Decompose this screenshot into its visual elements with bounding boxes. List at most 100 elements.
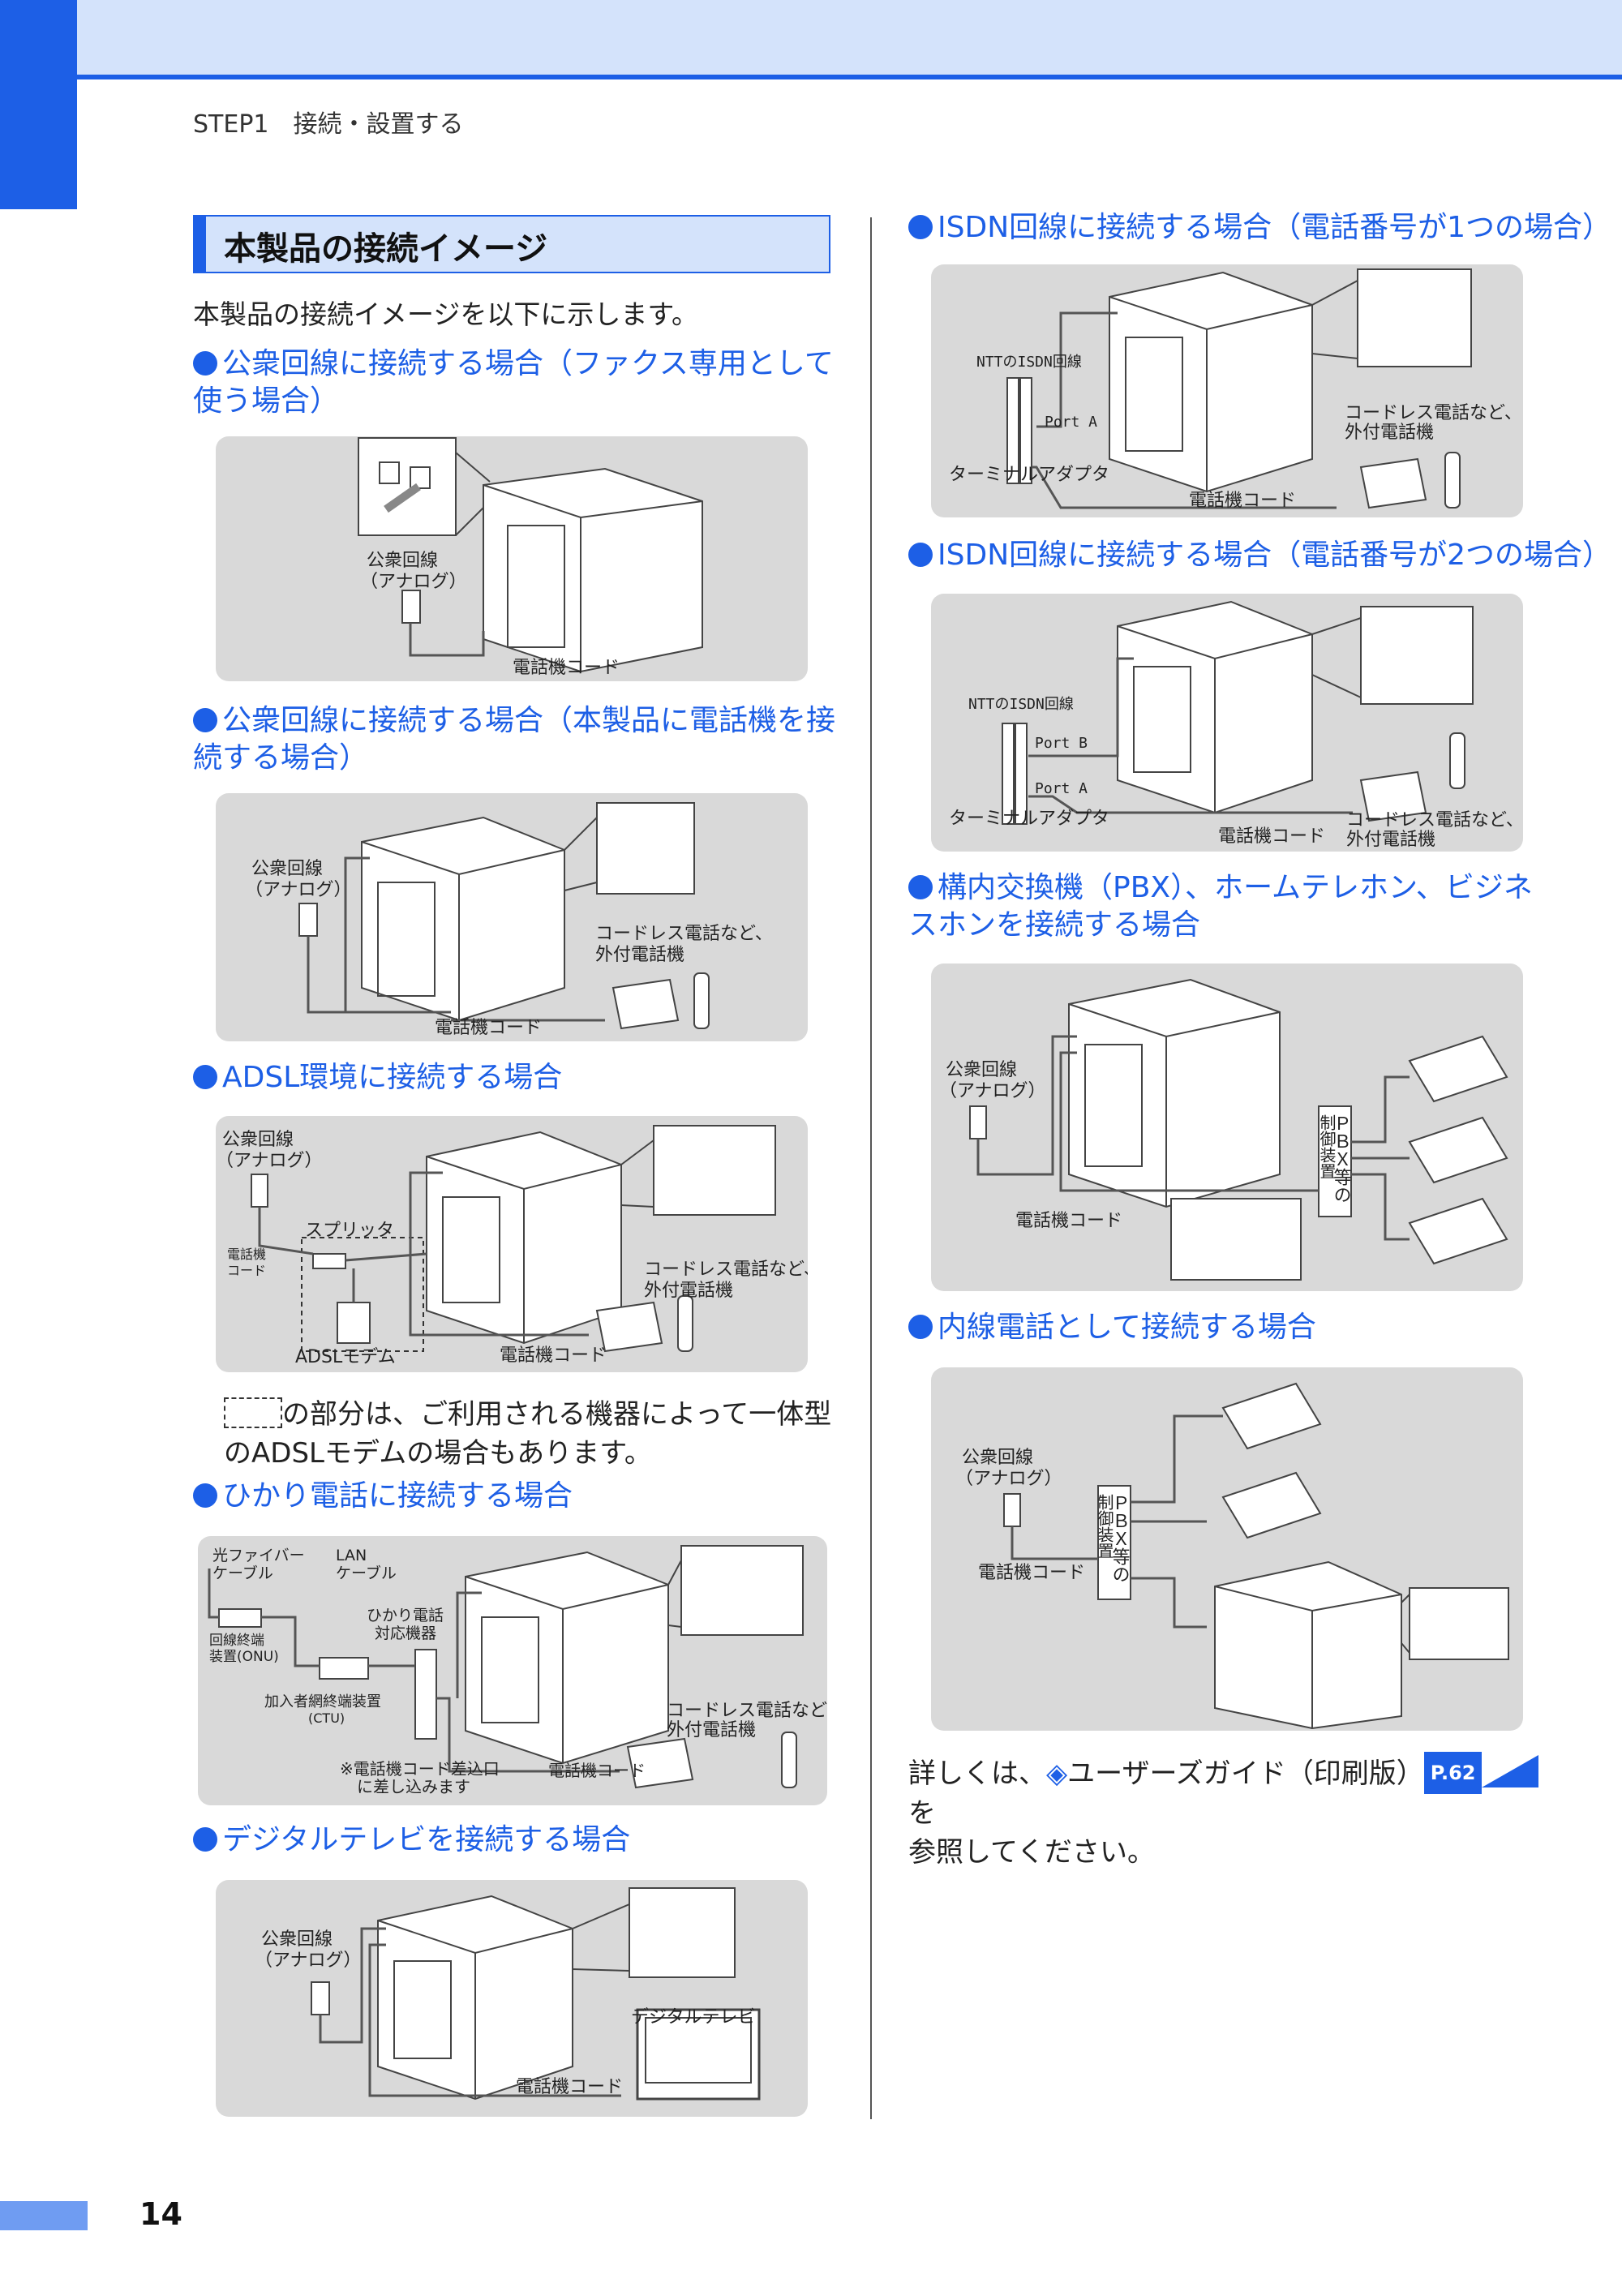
diagram-isdn-one: NTTのISDN回線 Port A ターミナルアダプタ コードレス電話など、 外… xyxy=(931,264,1523,517)
heading-public-phone: 公衆回線に接続する場合（本製品に電話機を接続する場合） xyxy=(193,704,836,775)
label-phone-cord: 電話機コード xyxy=(1218,826,1325,847)
label-ext-phone: 外付電話機 xyxy=(1346,830,1435,850)
header-band xyxy=(0,0,1622,75)
intro-text: 本製品の接続イメージを以下に示します。 xyxy=(193,298,699,330)
label-pbx-control: 制御装置 xyxy=(1317,1114,1337,1179)
label-splitter: スプリッタ xyxy=(305,1221,394,1241)
diagram-public-fax: 公衆回線 （アナログ） 電話機コード xyxy=(216,436,808,681)
diagram-digital-tv: 公衆回線 （アナログ） デジタルテレビ 電話機コード xyxy=(216,1880,808,2117)
label-adsl-modem: ADSLモデム xyxy=(295,1347,396,1367)
label-public-line: 公衆回線 xyxy=(261,1929,333,1950)
label-hikari-2: 対応機器 xyxy=(375,1624,436,1642)
footer-bar xyxy=(0,2201,88,2230)
label-lan-1: LAN xyxy=(336,1547,367,1564)
bullet-icon xyxy=(193,708,217,732)
diagram-public-phone: 公衆回線 （アナログ） コードレス電話など、 外付電話機 電話機コード xyxy=(216,793,808,1041)
heading-isdn-one: ISDN回線に接続する場合（電話番号が1つの場合） xyxy=(908,209,1611,247)
bullet-icon xyxy=(908,875,933,899)
page-number: 14 xyxy=(139,2196,182,2232)
label-terminal-adapter: ターミナルアダプタ xyxy=(949,809,1109,829)
diagram-digital-tv-svg: 公衆回線 （アナログ） デジタルテレビ 電話機コード xyxy=(255,1887,761,2101)
label-public-line: 公衆回線 xyxy=(962,1448,1033,1468)
label-cordless: コードレス電話など、 xyxy=(644,1260,808,1280)
label-public-line: 公衆回線 xyxy=(367,551,438,571)
label-insert-2: に差し込みます xyxy=(357,1777,470,1796)
label-hikari-1: ひかり電話 xyxy=(367,1607,444,1624)
label-cordless: コードレス電話など、 xyxy=(595,924,773,944)
bullet-icon xyxy=(193,1483,217,1508)
header-rule xyxy=(0,75,1622,79)
section-title-bar xyxy=(193,215,206,273)
label-ctu-2: (CTU) xyxy=(308,1710,345,1726)
label-cordless: コードレス電話など、 xyxy=(1345,403,1522,423)
label-public-line: 公衆回線 xyxy=(946,1060,1017,1080)
label-ntt-isdn: NTTのISDN回線 xyxy=(968,696,1074,713)
label-ntt-isdn: NTTのISDN回線 xyxy=(976,354,1082,371)
label-ext-phone: 外付電話機 xyxy=(1345,423,1434,443)
diagram-pbx-svg: 公衆回線 （アナログ） 電話機コード ＰＢＸ等の 制御装置 xyxy=(939,978,1508,1281)
label-cordless: コードレス電話など、 xyxy=(667,1701,827,1721)
label-cordless: コードレス電話など、 xyxy=(1346,810,1523,830)
label-phone-cord: 電話機コード xyxy=(1015,1211,1122,1231)
label-analog: （アナログ） xyxy=(255,1951,362,1971)
label-ext-phone: 外付電話機 xyxy=(667,1720,756,1740)
diagram-extension: 公衆回線 （アナログ） 電話機コード ＰＢＸ等の 制御装置 xyxy=(931,1367,1523,1731)
label-ctu-1: 加入者網終端装置 xyxy=(264,1693,381,1710)
label-phone-cord: 電話機コード xyxy=(516,2077,623,2097)
label-analog: （アナログ） xyxy=(360,572,467,592)
label-phone-cord: 電話機コード xyxy=(500,1345,607,1366)
guide-book-icon: ◈ xyxy=(1046,1757,1068,1790)
label-ext-phone: 外付電話機 xyxy=(595,945,684,965)
bullet-icon xyxy=(908,543,933,567)
label-port-b: Port B xyxy=(1035,735,1088,752)
heading-extension: 内線電話として接続する場合 xyxy=(908,1309,1557,1346)
diagram-adsl: 公衆回線 （アナログ） スプリッタ 電話機 コード ADSLモデム コードレス電… xyxy=(216,1116,808,1372)
adsl-note: の部分は、ご利用される機器によって一体型のADSLモデムの場合もあります。 xyxy=(224,1397,832,1470)
page-ref-badge[interactable]: P.62 xyxy=(1423,1752,1483,1794)
section-title-box xyxy=(193,215,830,273)
bullet-icon xyxy=(193,351,217,376)
label-analog: （アナログ） xyxy=(939,1081,1046,1101)
corner-tab xyxy=(0,0,77,209)
section-title: 本製品の接続イメージ xyxy=(224,230,548,268)
label-port-a: Port A xyxy=(1035,780,1088,797)
label-onu-2: 装置(ONU) xyxy=(209,1649,279,1665)
diagram-public-fax-svg: 公衆回線 （アナログ） 電話機コード xyxy=(358,437,703,678)
diagram-isdn-two: NTTのISDN回線 Port B Port A ターミナルアダプタ 電話機コー… xyxy=(931,594,1523,852)
heading-hikari: ひかり電話に接続する場合 xyxy=(193,1478,842,1515)
label-onu-1: 回線終端 xyxy=(209,1633,264,1649)
label-terminal-adapter: ターミナルアダプタ xyxy=(949,465,1109,485)
label-phone-cord: 電話機コード xyxy=(1189,491,1296,511)
heading-public-fax: 公衆回線に接続する場合（ファクス専用として使う場合） xyxy=(193,347,834,418)
diagram-isdn-one-svg: NTTのISDN回線 Port A ターミナルアダプタ コードレス電話など、 外… xyxy=(949,268,1522,511)
label-phone-cord: 電話機コード xyxy=(513,658,620,678)
label-phone-cord-short-1: 電話機 xyxy=(227,1247,266,1262)
label-phone-cord: 電話機コード xyxy=(548,1761,646,1780)
label-phone-cord: 電話機コード xyxy=(978,1563,1085,1583)
step-breadcrumb: STEP1 接続・設置する xyxy=(193,110,464,139)
diagram-isdn-two-svg: NTTのISDN回線 Port B Port A ターミナルアダプタ 電話機コー… xyxy=(949,600,1523,850)
label-fiber-2: ケーブル xyxy=(212,1564,273,1582)
heading-pbx: 構内交換機（PBX）、ホームテレホン、ビジネスホンを接続する場合 xyxy=(908,871,1533,942)
bullet-icon xyxy=(908,215,933,239)
dashed-box-icon xyxy=(224,1397,282,1428)
user-guide-link[interactable]: ユーザーズガイド（印刷版） xyxy=(1067,1757,1424,1790)
label-digital-tv: デジタルテレビ xyxy=(631,2007,756,2028)
page-ref-arrow-icon xyxy=(1482,1755,1539,1787)
label-fiber-1: 光ファイバー xyxy=(212,1547,305,1564)
label-public-line: 公衆回線 xyxy=(222,1130,294,1150)
label-pbx-control: 制御装置 xyxy=(1095,1494,1114,1559)
label-analog: （アナログ） xyxy=(245,880,352,900)
bullet-icon xyxy=(193,1827,217,1852)
label-ext-phone: 外付電話機 xyxy=(644,1281,733,1301)
label-port-a: Port A xyxy=(1045,414,1097,431)
label-pbx: ＰＢＸ等の xyxy=(1331,1114,1352,1204)
column-divider xyxy=(870,217,872,2119)
label-analog: （アナログ） xyxy=(216,1151,323,1171)
diagram-pbx: 公衆回線 （アナログ） 電話機コード ＰＢＸ等の 制御装置 xyxy=(931,963,1523,1291)
heading-adsl: ADSL環境に接続する場合 xyxy=(193,1059,842,1097)
diagram-hikari-svg: 光ファイバー ケーブル LAN ケーブル 回線終端 装置(ONU) ひかり電話 … xyxy=(208,1545,827,1796)
label-insert-1: ※電話機コード差込口 xyxy=(340,1759,500,1779)
heading-digital-tv: デジタルテレビを接続する場合 xyxy=(193,1822,842,1859)
label-phone-cord: 電話機コード xyxy=(435,1018,542,1038)
